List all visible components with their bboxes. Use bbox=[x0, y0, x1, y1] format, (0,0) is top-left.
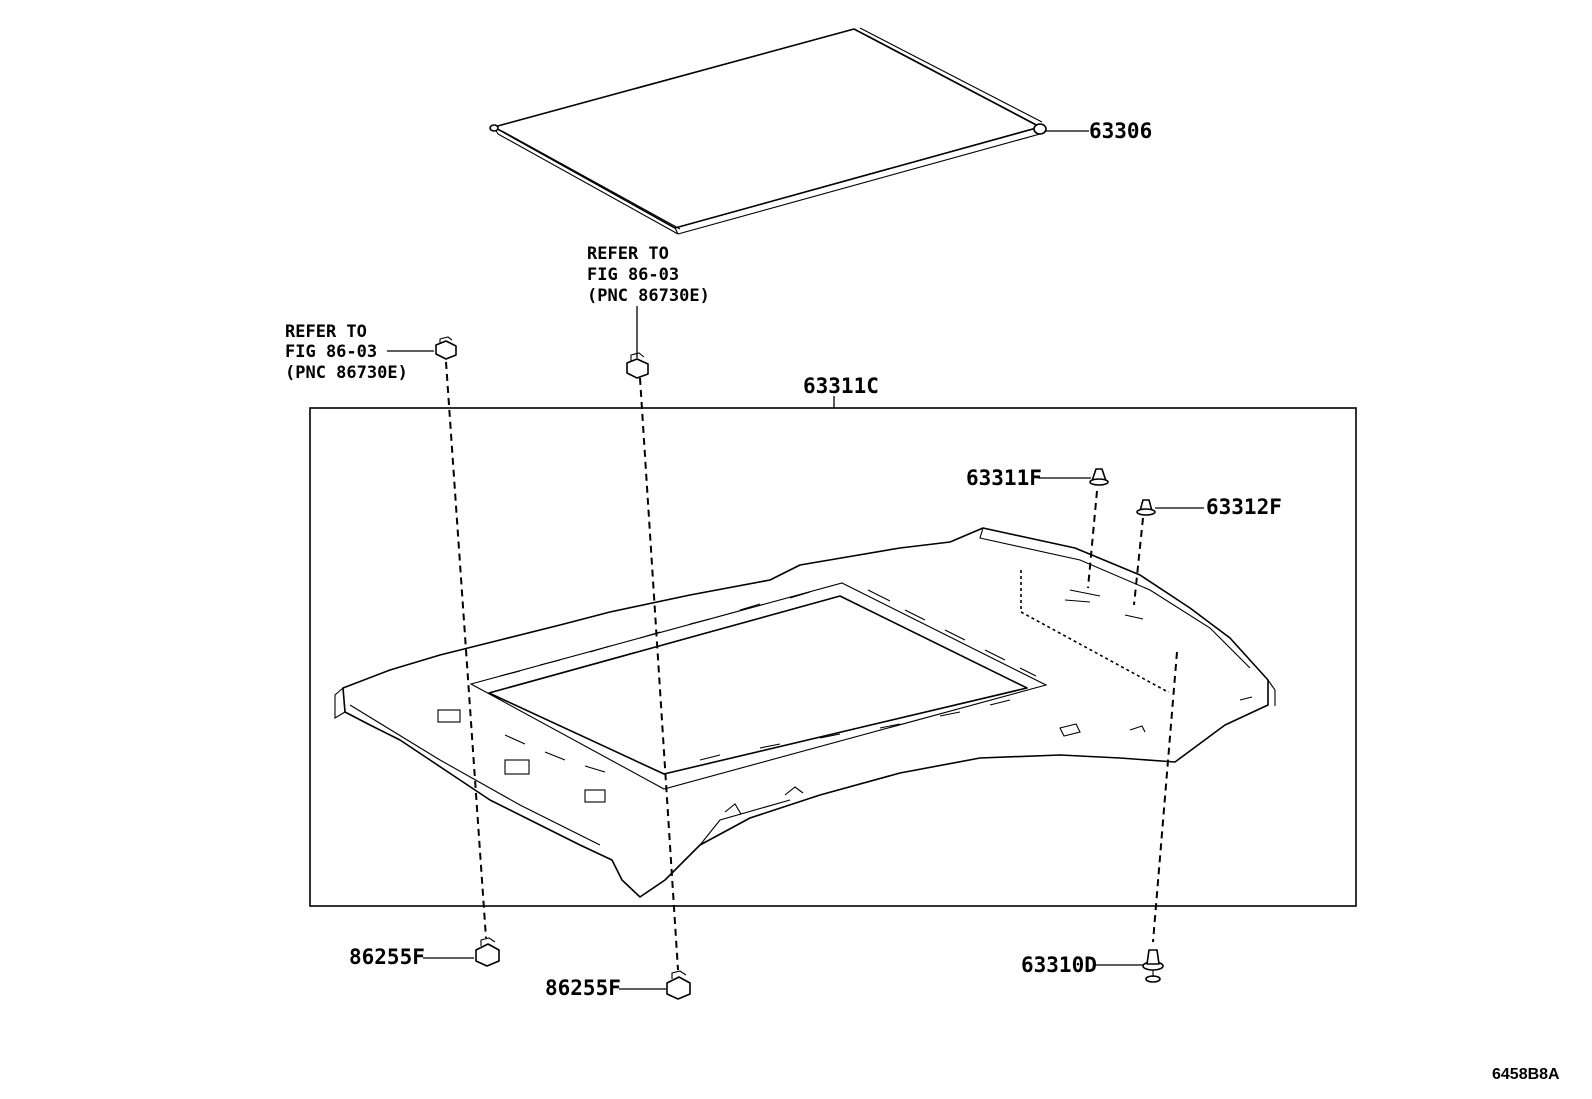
lamp-clip-left bbox=[435, 336, 457, 360]
reference-note-center: REFER TO FIG 86-03 (PNC 86730E) bbox=[587, 244, 710, 306]
reference-left-line-1: REFER TO bbox=[285, 322, 367, 342]
reference-left-line-2: FIG 86-03 bbox=[285, 342, 377, 362]
part-number-86255f-mid: 86255F bbox=[545, 976, 621, 1000]
lamp-clip-center bbox=[626, 352, 649, 379]
headliner-frame bbox=[309, 407, 1357, 907]
clip-86255f-mid bbox=[666, 970, 691, 1000]
reference-center-line-3: (PNC 86730E) bbox=[587, 286, 710, 306]
part-number-63311c: 63311C bbox=[803, 374, 879, 398]
diagram-code: 6458B8A bbox=[1492, 1066, 1560, 1083]
clip-63310d bbox=[1142, 949, 1164, 983]
reference-left-line-3: (PNC 86730E) bbox=[285, 363, 408, 383]
roof-headliner bbox=[334, 527, 1276, 898]
part-number-63310d: 63310D bbox=[1021, 953, 1097, 977]
part-number-63312f: 63312F bbox=[1206, 495, 1282, 519]
part-number-63306: 63306 bbox=[1089, 119, 1152, 143]
clip-63312f bbox=[1136, 499, 1156, 516]
reference-center-line-2: FIG 86-03 bbox=[587, 265, 679, 285]
part-number-86255f-left: 86255F bbox=[349, 945, 425, 969]
reference-center-line-1: REFER TO bbox=[587, 244, 669, 264]
part-number-63311f: 63311F bbox=[966, 466, 1042, 490]
clip-86255f-left bbox=[475, 937, 500, 967]
clip-63311f bbox=[1089, 468, 1109, 486]
sunshade-panel bbox=[489, 27, 1047, 235]
reference-note-left: REFER TO FIG 86-03 (PNC 86730E) bbox=[285, 322, 408, 383]
